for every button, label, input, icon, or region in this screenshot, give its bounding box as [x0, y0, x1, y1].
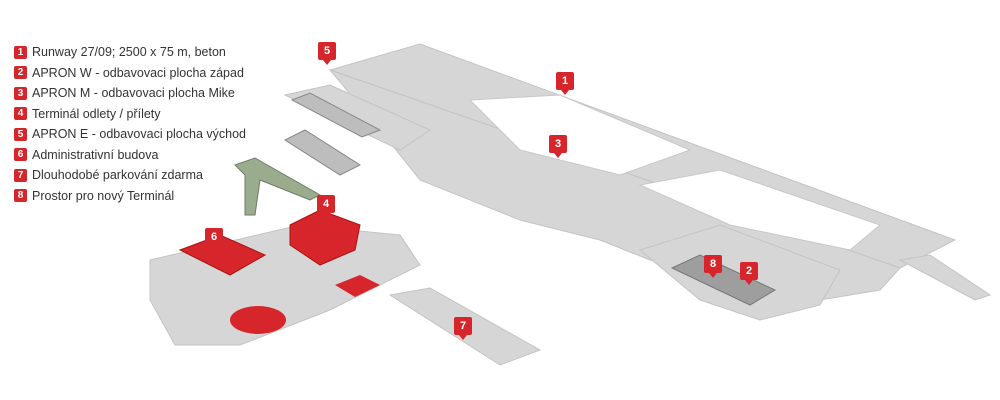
marker-6[interactable]: 6 — [205, 228, 223, 251]
green-building — [234, 157, 322, 216]
grass-right — [638, 169, 882, 251]
legend-item: 7 Dlouhodobé parkování zdarma — [14, 165, 246, 186]
legend-label: Terminál odlety / přílety — [32, 106, 161, 121]
grass-center — [468, 94, 692, 176]
legend-number-badge: 2 — [14, 66, 27, 80]
legend-item: 8 Prostor pro nový Terminál — [14, 186, 246, 207]
marker-7[interactable]: 7 — [454, 317, 472, 340]
legend-number-badge: 6 — [14, 148, 27, 162]
marker-5[interactable]: 5 — [318, 42, 336, 65]
marker-3[interactable]: 3 — [549, 135, 567, 158]
legend-label: Prostor pro nový Terminál — [32, 188, 175, 203]
legend-label: APRON E - odbavovaci plocha východ — [32, 127, 246, 142]
marker-8[interactable]: 8 — [704, 255, 722, 278]
legend-label: APRON M - odbavovaci plocha Mike — [32, 86, 235, 101]
cargo-building-2 — [283, 129, 362, 176]
legend-item: 3 APRON M - odbavovaci plocha Mike — [14, 83, 246, 104]
legend-number-badge: 3 — [14, 86, 27, 100]
marker-1[interactable]: 1 — [556, 72, 574, 95]
legend-item: 2 APRON W - odbavovaci plocha západ — [14, 63, 246, 84]
legend-label: Administrativní budova — [32, 147, 159, 162]
marker-2[interactable]: 2 — [740, 262, 758, 285]
legend-label: Dlouhodobé parkování zdarma — [32, 168, 203, 183]
cargo-building — [290, 92, 382, 138]
legend-number-badge: 4 — [14, 107, 27, 121]
right-road — [898, 254, 992, 301]
new-terminal-building — [670, 254, 777, 306]
legend-item: 4 Terminál odlety / přílety — [14, 104, 246, 125]
hangar — [230, 306, 286, 334]
marker-4[interactable]: 4 — [317, 195, 335, 218]
legend-label: APRON W - odbavovaci plocha západ — [32, 65, 244, 80]
legend-item: 6 Administrativní budova — [14, 145, 246, 166]
legend-item: 1 Runway 27/09; 2500 x 75 m, beton — [14, 42, 246, 63]
legend-item: 5 APRON E - odbavovaci plocha východ — [14, 124, 246, 145]
legend-number-badge: 7 — [14, 168, 27, 182]
small-building — [335, 275, 380, 297]
legend-number-badge: 1 — [14, 45, 27, 59]
legend-number-badge: 8 — [14, 189, 27, 203]
legend-label: Runway 27/09; 2500 x 75 m, beton — [32, 45, 226, 60]
legend-number-badge: 5 — [14, 127, 27, 141]
